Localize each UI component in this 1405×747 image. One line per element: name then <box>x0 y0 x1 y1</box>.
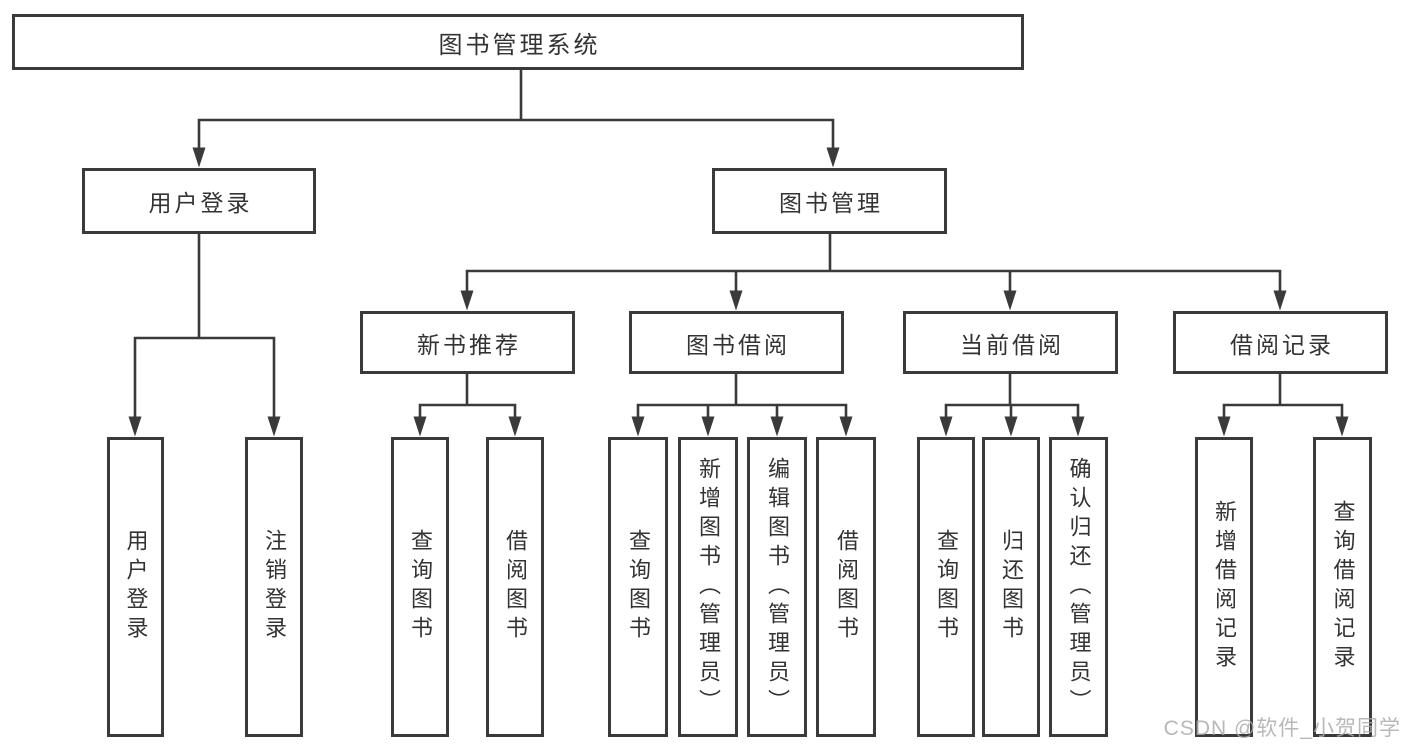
leaf-borrow-books-recommend: 借阅图书 <box>486 437 544 737</box>
leaf-borrow-books: 借阅图书 <box>816 437 876 737</box>
connector-book-management <box>465 234 1282 293</box>
arrowhead <box>939 416 953 437</box>
arrowhead <box>413 416 427 437</box>
node-user-login: 用户登录 <box>82 168 316 234</box>
connector-new-book-recommend <box>418 374 517 420</box>
leaf-logout: 注销登录 <box>245 437 303 737</box>
node-borrowing-records: 借阅记录 <box>1173 311 1388 374</box>
leaf-confirm-return-admin: 确认归还（管理员） <box>1049 437 1108 737</box>
arrowhead <box>826 147 840 168</box>
arrowhead <box>631 416 645 437</box>
arrowhead <box>460 290 474 311</box>
leaf-edit-books-admin: 编辑图书（管理员） <box>747 437 807 737</box>
leaf-user-login: 用户登录 <box>107 437 164 737</box>
leaf-query-books-recommend: 查询图书 <box>391 437 449 737</box>
arrowhead <box>729 290 743 311</box>
arrowhead <box>1003 290 1017 311</box>
node-current-borrowing: 当前借阅 <box>903 311 1118 374</box>
arrowhead <box>508 416 522 437</box>
connector-borrowing-records <box>1222 374 1344 420</box>
leaf-query-borrow-record: 查询借阅记录 <box>1313 437 1372 737</box>
arrowhead <box>770 416 784 437</box>
node-new-book-recommend: 新书推荐 <box>360 311 575 374</box>
connector-current-borrowing <box>944 374 1080 420</box>
arrowhead <box>1071 416 1085 437</box>
leaf-query-books-borrowing: 查询图书 <box>608 437 668 737</box>
node-book-management: 图书管理 <box>712 168 947 234</box>
connector-user-login <box>133 234 276 420</box>
arrowhead <box>701 416 715 437</box>
node-book-borrowing: 图书借阅 <box>629 311 844 374</box>
arrowhead <box>128 416 142 437</box>
leaf-query-books-current: 查询图书 <box>917 437 975 737</box>
arrowhead <box>267 416 281 437</box>
connector-root <box>197 70 835 150</box>
arrowhead <box>1335 416 1349 437</box>
connector-book-borrowing <box>636 374 848 420</box>
leaf-add-books-admin: 新增图书（管理员） <box>678 437 738 737</box>
leaf-add-borrow-record: 新增借阅记录 <box>1195 437 1253 737</box>
arrowhead <box>1004 416 1018 437</box>
node-library-system: 图书管理系统 <box>12 14 1024 70</box>
arrowhead <box>1273 290 1287 311</box>
arrowhead <box>839 416 853 437</box>
leaf-return-books: 归还图书 <box>982 437 1040 737</box>
arrowhead <box>1217 416 1231 437</box>
arrowhead <box>192 147 206 168</box>
